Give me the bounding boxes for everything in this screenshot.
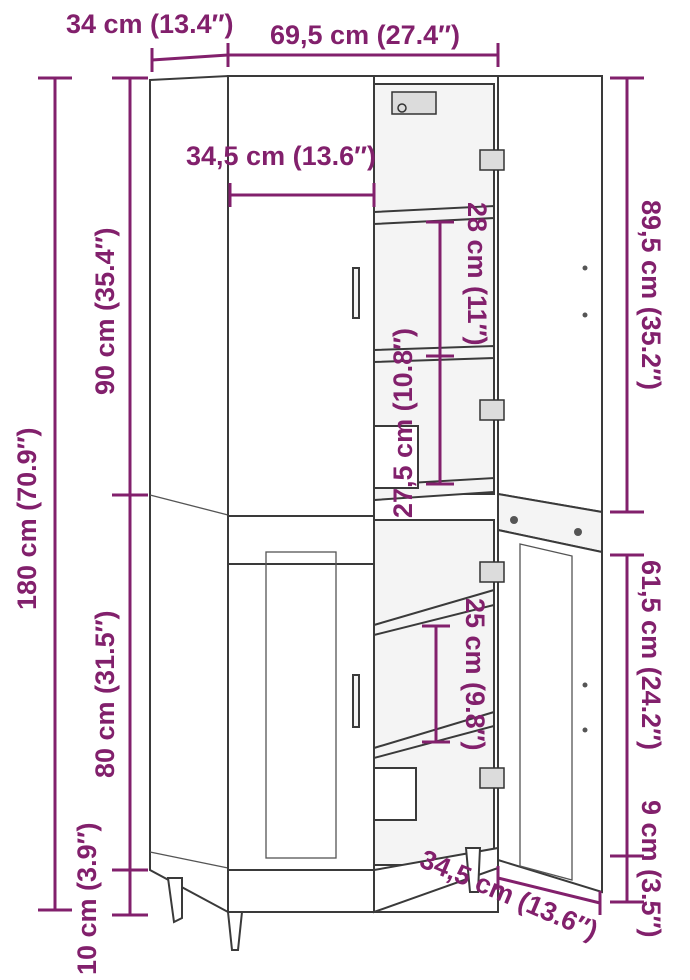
plinth-height-label: 9 cm (3.5″) (636, 800, 666, 938)
width-label: 69,5 cm (27.4″) (270, 20, 460, 50)
upper-shelf-2 (373, 344, 495, 364)
hinge-icon (479, 399, 505, 421)
hinge-icon (479, 767, 505, 789)
hinge-icon (479, 561, 505, 583)
leg (226, 911, 244, 951)
lower-shelf-2 (373, 710, 495, 760)
leg (166, 877, 183, 924)
upper-shelf-1-label: 28 cm (11″) (462, 202, 492, 346)
upper-left-door (227, 75, 375, 517)
middle-rail (227, 515, 375, 565)
upper-shelf-1 (373, 204, 495, 226)
lower-shelf-1 (373, 588, 495, 637)
lower-height-label: 80 cm (31.5″) (90, 610, 120, 778)
cabinet-drawing (149, 74, 603, 951)
lower-shelf-label: 25 cm (9.8″) (460, 598, 490, 751)
dimension-labels: 34 cm (13.4″) 69,5 cm (27.4″) 34,5 cm (1… (12, 9, 666, 975)
dimension-lines (38, 43, 644, 917)
door-width-label: 34,5 cm (13.6″) (186, 141, 376, 171)
upper-door-height-label: 89,5 cm (35.2″) (636, 200, 666, 390)
hinge-icon (479, 149, 505, 171)
lower-door-handle (352, 674, 360, 728)
leg (464, 847, 482, 893)
upper-door-handle (352, 267, 360, 319)
leg-height-label: 10 cm (3.9″) (72, 822, 102, 975)
plinth (227, 869, 375, 913)
lower-door-height-label: 61,5 cm (24.2″) (636, 560, 666, 750)
total-height-label: 180 cm (70.9″) (12, 427, 42, 610)
lower-left-door (227, 563, 375, 871)
side-panel (149, 74, 229, 914)
lower-right-door (497, 528, 603, 894)
upper-height-label: 90 cm (35.4″) (90, 227, 120, 395)
depth-label: 34 cm (13.4″) (66, 9, 234, 39)
upper-shelf-2-label: 27,5 cm (10.8″) (388, 328, 418, 518)
upper-right-door (497, 75, 603, 514)
